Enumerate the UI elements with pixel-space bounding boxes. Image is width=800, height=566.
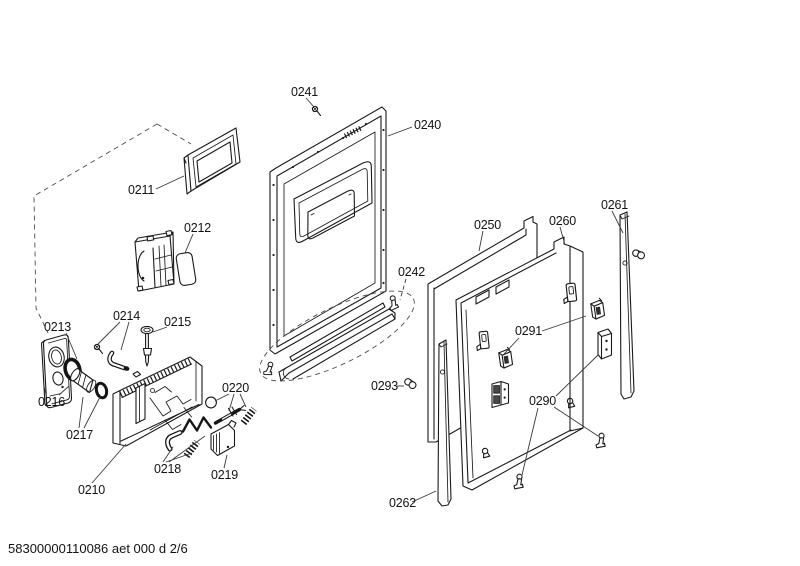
part-label-0214: 0214: [113, 309, 141, 323]
part-0214-fasteners: [93, 343, 130, 371]
part-label-0250: 0250: [474, 218, 502, 232]
part-0242-sill-group: [259, 290, 415, 382]
part-label-0215: 0215: [164, 315, 192, 329]
projection-lines: [33, 123, 192, 334]
part-0211-frame: [183, 127, 241, 195]
part-0240-inner-door: [269, 106, 387, 355]
part-label-0290: 0290: [529, 394, 557, 408]
part-0261-strip: [619, 211, 635, 400]
part-label-0261: 0261: [601, 198, 629, 212]
part-label-0218: 0218: [154, 462, 182, 476]
part-0218-lever-set: [165, 416, 213, 459]
part-label-0291: 0291: [515, 324, 543, 338]
part-label-0262: 0262: [389, 496, 417, 510]
part-label-0210: 0210: [78, 483, 106, 497]
part-0219-actuator: [210, 419, 237, 457]
part-0260-decor-panel: [455, 236, 613, 491]
part-label-0216: 0216: [38, 395, 66, 409]
part-0262-strip: [437, 339, 452, 507]
part-label-0260: 0260: [549, 214, 577, 228]
part-0241-screw: [311, 105, 322, 117]
part-label-0242: 0242: [398, 265, 426, 279]
part-label-0219: 0219: [211, 468, 239, 482]
part-label-0217: 0217: [66, 428, 94, 442]
part-0220-pin-set: [205, 396, 257, 426]
part-0217-spout: [70, 367, 109, 400]
part-label-0211: 0211: [128, 183, 155, 197]
part-label-0212: 0212: [184, 221, 212, 235]
part-label-0293: 0293: [371, 379, 399, 393]
part-0212-vent-grille: [134, 229, 197, 292]
part-label-0240: 0240: [414, 118, 442, 132]
part-0210-dispenser: [112, 356, 203, 447]
leader-lines: [43, 97, 624, 503]
part-label-0241: 0241: [291, 85, 319, 99]
part-0215-valve: [140, 325, 154, 367]
part-label-0220: 0220: [222, 381, 250, 395]
footer-text: 58300000110086 aet 000 d 2/6: [8, 541, 188, 556]
part-label-0213: 0213: [44, 320, 72, 334]
